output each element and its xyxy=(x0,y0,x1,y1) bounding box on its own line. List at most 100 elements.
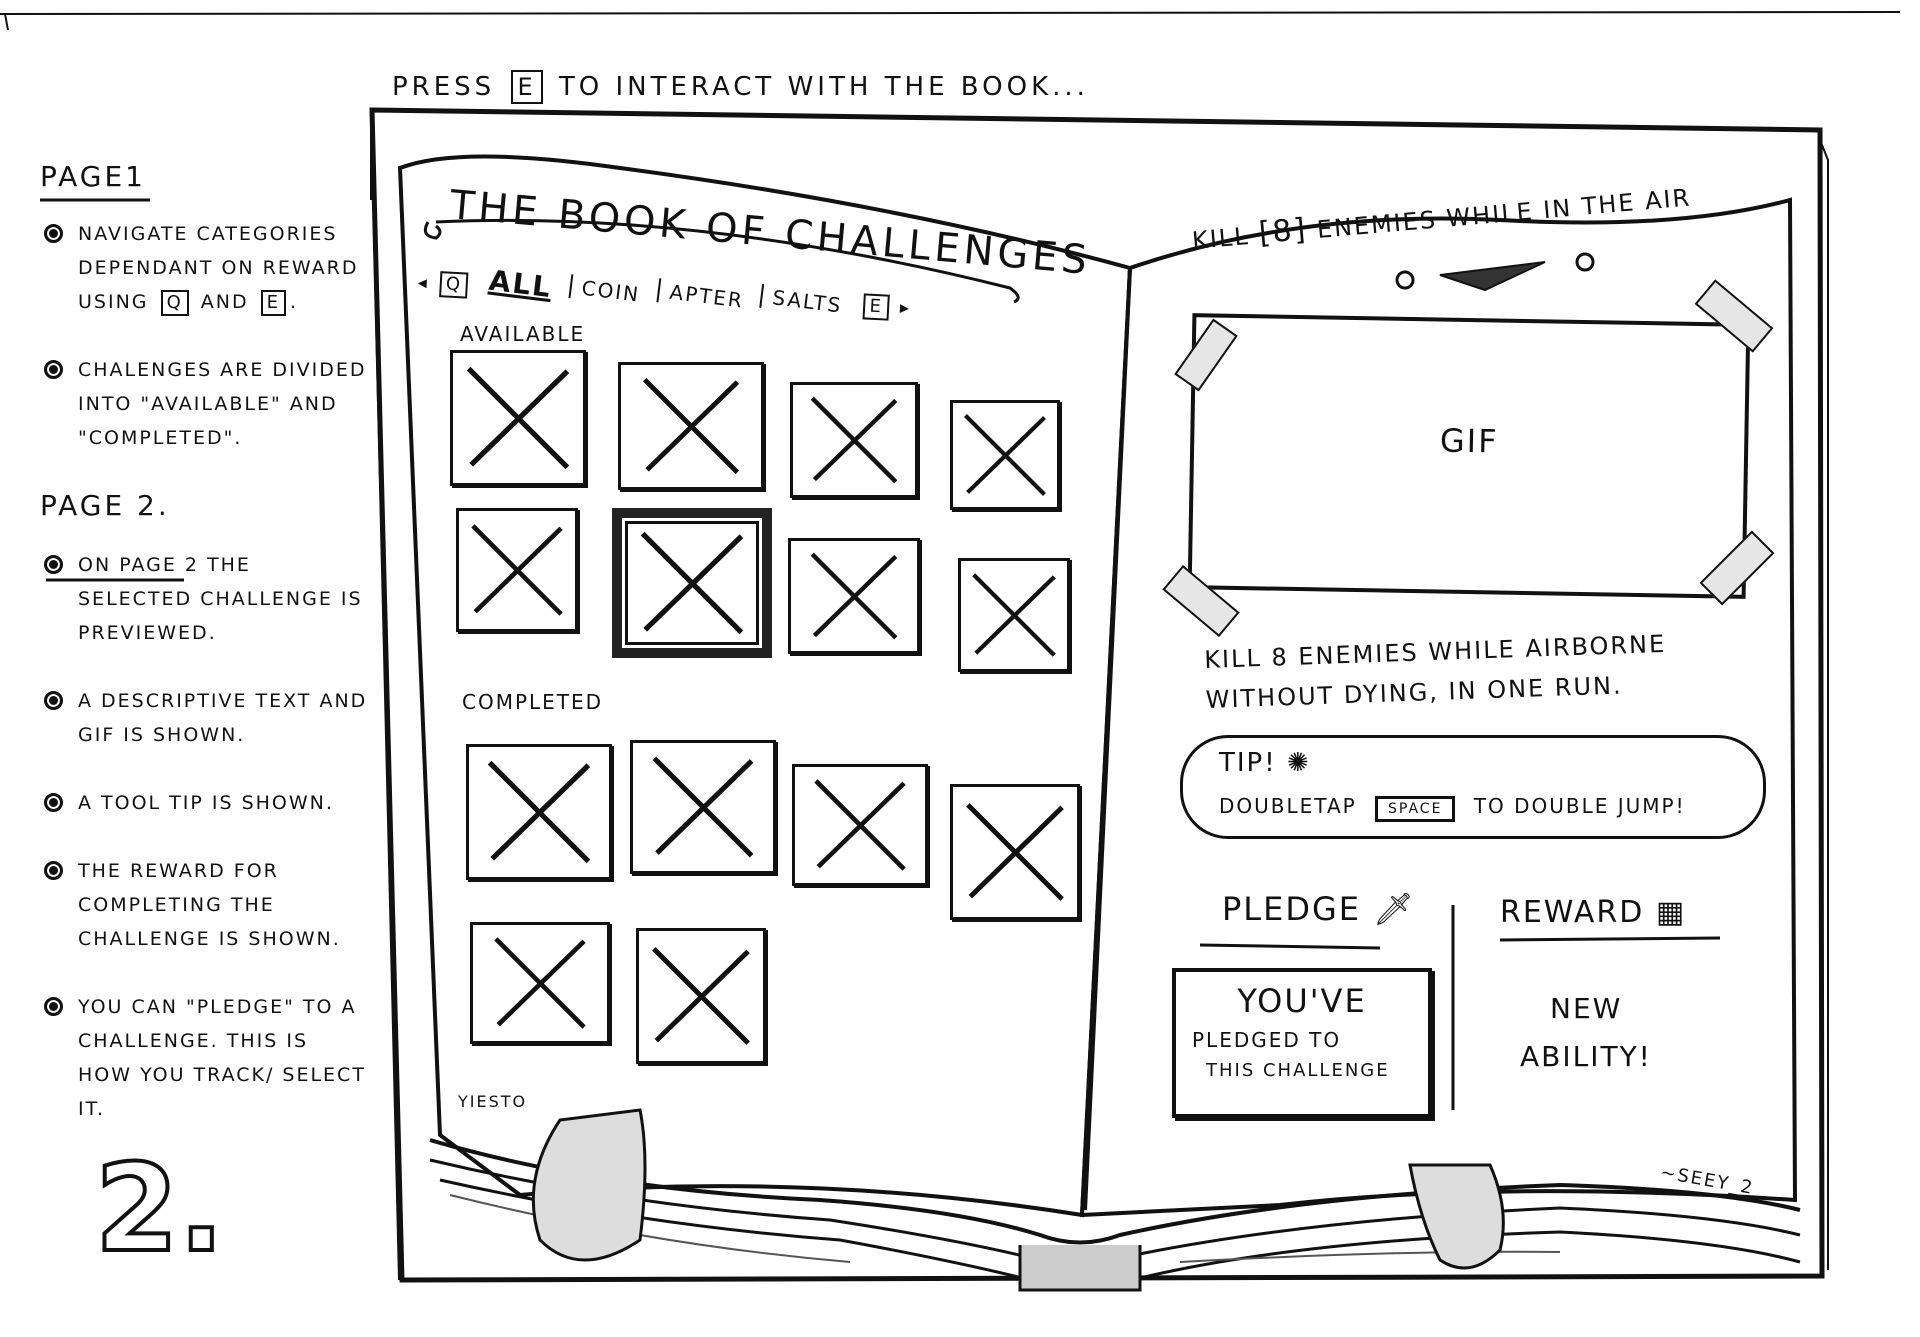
bullet-icon xyxy=(44,360,63,379)
q-key-button[interactable]: Q xyxy=(439,271,469,299)
note-text: YOU CAN "PLEDGE" TO A CHALLENGE. THIS IS… xyxy=(78,996,366,1120)
tab-salts[interactable]: SALTS xyxy=(759,283,854,319)
note-item: A TOOL TIP IS SHOWN. xyxy=(40,786,370,820)
prompt-text-before: PRESS xyxy=(392,72,496,102)
lightbulb-icon: ✺ xyxy=(1286,748,1311,778)
completed-label: COMPLETED xyxy=(462,690,604,714)
e-key-icon: E xyxy=(511,70,543,104)
placeholder-x-icon xyxy=(640,531,744,635)
challenge-tile-available[interactable] xyxy=(950,400,1060,510)
space-key-icon: SPACE xyxy=(1375,796,1456,822)
challenge-description: KILL 8 ENEMIES WHILE AIRBORNE WITHOUT DY… xyxy=(1204,624,1669,720)
note-text: THE REWARD FOR COMPLETING THE CHALLENGE … xyxy=(78,860,341,950)
challenge-tile-available[interactable] xyxy=(456,508,578,632)
bullet-icon xyxy=(44,555,63,574)
placeholder-x-icon xyxy=(972,573,1056,657)
reward-heading: REWARD ▦ xyxy=(1500,895,1686,930)
preview-title-count: [8] xyxy=(1257,211,1309,252)
gif-label: GIF xyxy=(1439,421,1499,461)
note-and: AND xyxy=(200,291,249,313)
tip-text: DOUBLETAP SPACE TO DOUBLE JUMP! xyxy=(1219,794,1686,822)
q-key-icon: Q xyxy=(160,290,189,316)
prompt-text-after: TO INTERACT WITH THE BOOK... xyxy=(558,72,1089,102)
note-text: A DESCRIPTIVE TEXT AND GIF IS SHOWN. xyxy=(78,690,368,746)
note-item: YOU CAN "PLEDGE" TO A CHALLENGE. THIS IS… xyxy=(40,990,370,1126)
nav-left-arrow-icon[interactable]: ◂ xyxy=(417,272,430,294)
bullet-icon xyxy=(44,224,63,243)
e-key-icon: E xyxy=(260,290,287,316)
reward-text: NEW ABILITY! xyxy=(1520,985,1652,1081)
design-notes: PAGE1 NAVIGATE CATEGORIES DEPENDANT ON R… xyxy=(40,160,370,1160)
challenge-tile-completed[interactable] xyxy=(470,922,610,1044)
page1-heading: PAGE1 xyxy=(40,160,146,193)
sword-icon: 🗡 xyxy=(1373,890,1416,928)
pledge-box-line: THIS CHALLENGE xyxy=(1206,1060,1390,1081)
challenge-tile-completed[interactable] xyxy=(630,740,776,874)
challenge-tile-available[interactable] xyxy=(958,558,1070,672)
available-label: AVAILABLE xyxy=(460,322,586,346)
challenge-tile-completed[interactable] xyxy=(950,784,1080,920)
challenge-tile-available[interactable] xyxy=(788,538,920,654)
placeholder-x-icon xyxy=(966,803,1064,901)
note-item: ON PAGE 2 THE SELECTED CHALLENGE IS PREV… xyxy=(40,548,370,650)
interact-prompt: PRESS E TO INTERACT WITH THE BOOK... xyxy=(392,70,1089,104)
page-number: 2. xyxy=(93,1140,226,1279)
challenge-tile-available[interactable] xyxy=(618,362,764,490)
note-item: THE REWARD FOR COMPLETING THE CHALLENGE … xyxy=(40,854,370,956)
placeholder-x-icon xyxy=(964,414,1046,496)
e-key-button[interactable]: E xyxy=(862,293,890,321)
tooltip-box: TIP! ✺ DOUBLETAP SPACE TO DOUBLE JUMP! xyxy=(1180,735,1766,839)
note-text: ON PAGE 2 THE SELECTED CHALLENGE IS PREV… xyxy=(78,554,363,644)
tab-all[interactable]: ALL xyxy=(487,263,555,305)
placeholder-x-icon xyxy=(652,756,754,858)
tip-text-after: TO DOUBLE JUMP! xyxy=(1473,794,1686,818)
pledge-box-line: YOU'VE xyxy=(1237,982,1367,1020)
pledge-heading-text: PLEDGE xyxy=(1222,890,1361,928)
reward-line: ABILITY! xyxy=(1520,1040,1652,1073)
tab-coin[interactable]: COIN xyxy=(568,274,652,308)
tip-label-text: TIP! xyxy=(1219,748,1277,778)
pledge-button[interactable]: YOU'VE PLEDGED TO THIS CHALLENGE xyxy=(1172,968,1432,1118)
preview-title-before: KILL xyxy=(1190,222,1251,255)
pledge-box-line: PLEDGED TO xyxy=(1192,1028,1342,1052)
bullet-icon xyxy=(44,997,63,1016)
placeholder-x-icon xyxy=(810,396,898,484)
treasure-chest-icon: ▦ xyxy=(1655,895,1687,930)
challenge-tile-available[interactable] xyxy=(790,382,918,498)
bullet-icon xyxy=(44,691,63,710)
gif-preview: GIF xyxy=(1187,313,1751,599)
placeholder-x-icon xyxy=(642,377,740,475)
tab-apter[interactable]: APTER xyxy=(655,278,755,314)
note-text: A TOOL TIP IS SHOWN. xyxy=(78,792,334,814)
challenge-tile-available[interactable] xyxy=(450,350,586,486)
note-item: NAVIGATE CATEGORIES DEPENDANT ON REWARD … xyxy=(40,217,370,319)
page-scribble: YIESTO xyxy=(458,1092,528,1111)
note-end: . xyxy=(290,291,299,313)
nav-right-arrow-icon: ▸ xyxy=(899,297,912,319)
bullet-icon xyxy=(44,793,63,812)
challenge-tile-completed[interactable] xyxy=(466,744,612,880)
placeholder-x-icon xyxy=(466,366,570,470)
page2-heading: PAGE 2. xyxy=(40,489,170,522)
placeholder-x-icon xyxy=(814,779,906,871)
reward-line: NEW xyxy=(1550,992,1623,1025)
tip-text-before: DOUBLETAP xyxy=(1219,794,1357,818)
note-item: A DESCRIPTIVE TEXT AND GIF IS SHOWN. xyxy=(40,684,370,752)
tip-label: TIP! ✺ xyxy=(1219,748,1311,778)
bookmark-left xyxy=(531,1108,647,1262)
bullet-icon xyxy=(44,861,63,880)
reward-heading-text: REWARD xyxy=(1500,895,1645,930)
placeholder-x-icon xyxy=(471,524,563,616)
bookmark-right xyxy=(1408,1163,1505,1270)
placeholder-x-icon xyxy=(487,760,591,864)
note-text: NAVIGATE CATEGORIES DEPENDANT ON REWARD … xyxy=(78,223,359,313)
pledge-heading: PLEDGE 🗡 xyxy=(1222,890,1416,928)
challenge-tile-completed[interactable] xyxy=(636,928,766,1064)
placeholder-x-icon xyxy=(652,947,750,1045)
note-text: CHALENGES ARE DIVIDED INTO "AVAILABLE" A… xyxy=(78,359,367,449)
placeholder-x-icon xyxy=(810,552,898,640)
note-item: CHALENGES ARE DIVIDED INTO "AVAILABLE" A… xyxy=(40,353,370,455)
challenge-tile-completed[interactable] xyxy=(792,764,928,886)
placeholder-x-icon xyxy=(494,937,586,1029)
challenge-tile-selected[interactable] xyxy=(612,508,772,658)
